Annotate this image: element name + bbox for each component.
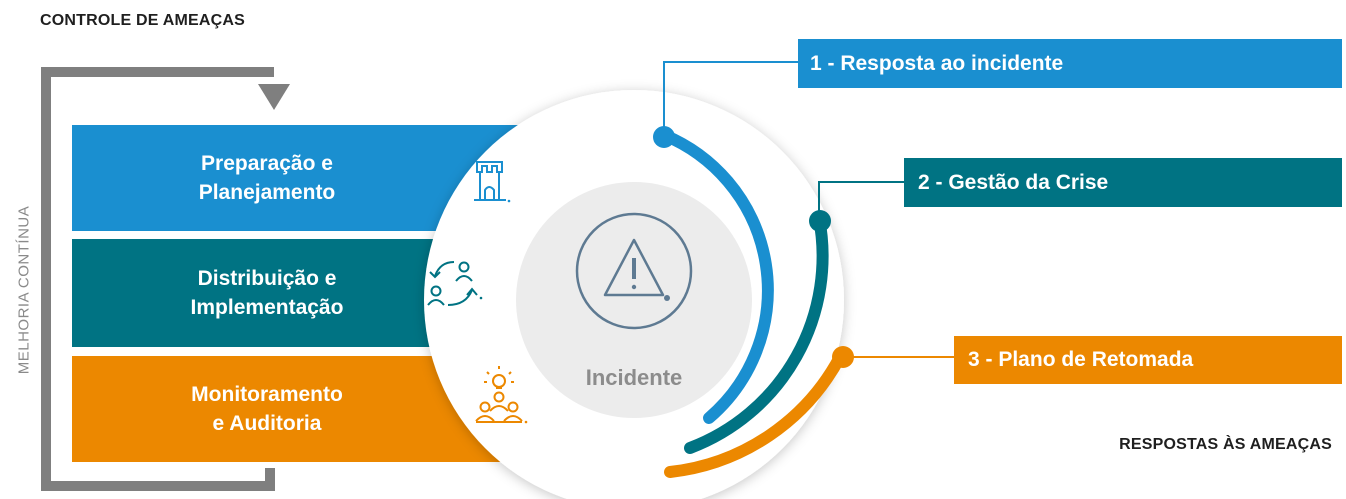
stage-monitoring-label: Monitoramento e Auditoria (191, 383, 343, 435)
response-1-arc (658, 129, 774, 424)
responses-title: RESPOSTAS ÀS AMEAÇAS (1119, 436, 1332, 453)
stage-preparation-label: Preparação e Planejamento (198, 152, 336, 204)
response-1-label: 1 - Resposta ao incidente (810, 51, 1064, 75)
stage-distribution-label: Distribuição e Implementação (190, 267, 344, 319)
response-1-box: 1 - Resposta ao incidente (798, 39, 1342, 88)
incident-label: Incidente (585, 365, 683, 390)
response-1-node (653, 126, 675, 148)
response-3-node (832, 346, 854, 368)
response-3-label: 3 - Plano de Retomada (968, 348, 1194, 371)
response-2-box: 2 - Gestão da Crise (904, 158, 1342, 207)
response-2-label: 2 - Gestão da Crise (918, 170, 1109, 194)
arrow-head-down-icon (258, 84, 290, 110)
response-2-connector (818, 181, 906, 220)
inner-circle (516, 182, 752, 418)
team-idea-icon (475, 366, 528, 424)
response-1-connector (663, 61, 800, 137)
exchange-people-icon (427, 261, 483, 306)
response-3-arc (664, 351, 846, 478)
response-2-node (809, 210, 831, 232)
warning-icon (575, 212, 693, 330)
response-3-box: 3 - Plano de Retomada (954, 336, 1342, 384)
page-title: CONTROLE DE AMEAÇAS (40, 12, 245, 29)
castle-icon (474, 161, 511, 203)
response-2-arc (684, 212, 829, 454)
